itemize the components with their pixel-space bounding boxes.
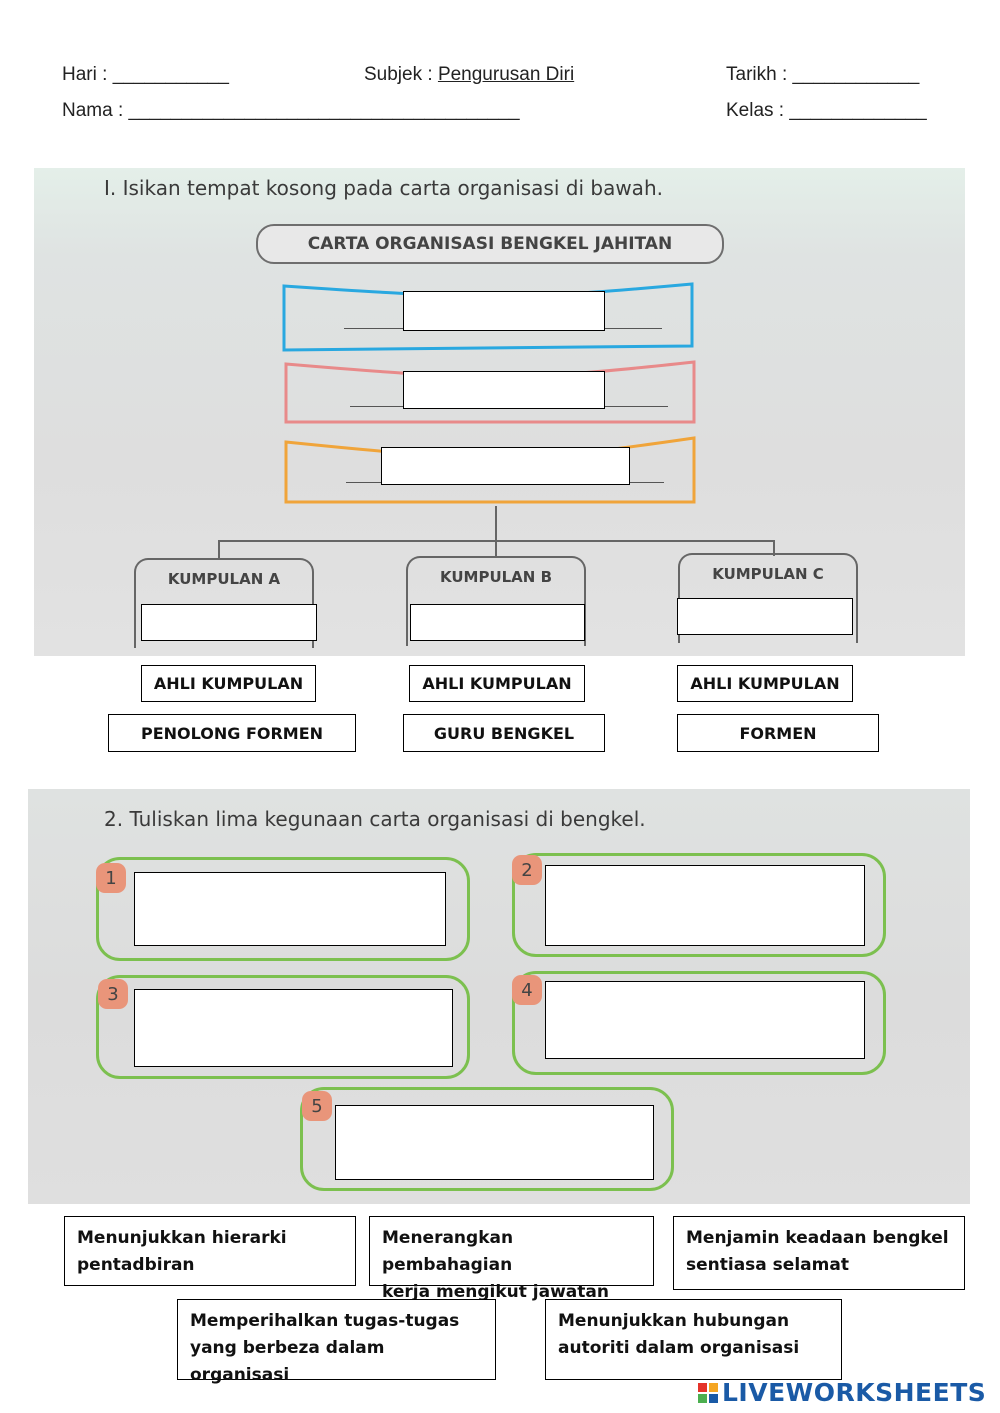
hari-field: Hari : ___________ <box>62 64 229 86</box>
option-formen[interactable]: FORMEN <box>677 714 879 752</box>
option-pembahagian-line2: kerja mengikut jawatan <box>382 1282 609 1302</box>
group-b-label: KUMPULAN B <box>439 568 553 586</box>
kelas-blank: _____________ <box>789 100 927 121</box>
logo-tile <box>698 1382 707 1392</box>
subjek-field: Subjek : Pengurusan Diri <box>364 64 574 86</box>
hari-label: Hari : <box>62 64 108 85</box>
option-penolong-formen[interactable]: PENOLONG FORMEN <box>108 714 356 752</box>
option-ahli-kumpulan-1[interactable]: AHLI KUMPULAN <box>141 665 316 702</box>
kelas-label: Kelas : <box>726 100 785 121</box>
subjek-label: Subjek : <box>364 64 433 85</box>
kelas-field: Kelas : _____________ <box>726 100 927 122</box>
usage-answer-slot-2[interactable] <box>545 865 865 946</box>
usage-number-3: 3 <box>98 979 128 1009</box>
option-hierarki-pentadbiran[interactable]: Menunjukkan hierarki pentadbiran <box>64 1216 356 1286</box>
option-tugas-line1: Memperihalkan tugas-tugas <box>190 1311 460 1331</box>
question2-instruction: 2. Tuliskan lima kegunaan carta organisa… <box>104 807 646 831</box>
option-selamat-line2: sentiasa selamat <box>686 1255 849 1275</box>
option-pembahagian-kerja[interactable]: Menerangkan pembahagian kerja mengikut j… <box>369 1216 654 1302</box>
tarikh-label: Tarikh : <box>726 64 788 85</box>
option-ahli-kumpulan-3[interactable]: AHLI KUMPULAN <box>677 665 853 702</box>
question1-instruction: I. Isikan tempat kosong pada carta organ… <box>104 176 663 200</box>
option-hubungan-autoriti[interactable]: Menunjukkan hubungan autoriti dalam orga… <box>545 1299 842 1380</box>
option-bengkel-selamat[interactable]: Menjamin keadaan bengkel sentiasa selama… <box>673 1216 965 1290</box>
logo-text: LIVEWORKSHEETS <box>722 1378 987 1407</box>
chart-title: CARTA ORGANISASI BENGKEL JAHITAN <box>256 224 724 264</box>
usage-number-5: 5 <box>302 1091 332 1121</box>
branch-b-connector <box>495 540 497 558</box>
group-a-label: KUMPULAN A <box>167 570 281 588</box>
answer-slot-level2[interactable] <box>403 371 605 409</box>
answer-slot-level3[interactable] <box>381 447 630 485</box>
nama-label: Nama : <box>62 100 124 121</box>
branch-a-connector <box>218 540 220 558</box>
usage-slot-frame-4 <box>512 971 886 1075</box>
liveworksheets-logo: LIVEWORKSHEETS <box>698 1378 986 1407</box>
logo-tile <box>698 1393 707 1403</box>
option-selamat-line1: Menjamin keadaan bengkel <box>686 1228 949 1248</box>
group-c-label: KUMPULAN C <box>712 565 824 583</box>
tarikh-blank: ____________ <box>792 64 920 85</box>
logo-tile <box>709 1393 718 1403</box>
option-guru-bengkel[interactable]: GURU BENGKEL <box>403 714 605 752</box>
nama-blank: _____________________________________ <box>128 100 520 121</box>
option-hierarki-line1: Menunjukkan hierarki <box>77 1228 287 1248</box>
option-tugas-line2: yang berbeza dalam organisasi <box>190 1338 385 1385</box>
answer-slot-level1[interactable] <box>403 291 605 331</box>
usage-number-1: 1 <box>96 863 126 893</box>
option-pembahagian-line1: Menerangkan pembahagian <box>382 1228 514 1275</box>
question1-panel: I. Isikan tempat kosong pada carta organ… <box>34 168 965 656</box>
subjek-value: Pengurusan Diri <box>437 64 575 85</box>
option-tugas-berbeza[interactable]: Memperihalkan tugas-tugas yang berbeza d… <box>177 1299 496 1385</box>
trunk-connector <box>495 506 497 540</box>
logo-tile <box>709 1382 718 1392</box>
option-autoriti-line1: Menunjukkan hubungan <box>558 1311 790 1331</box>
usage-slot-frame-1 <box>96 857 470 961</box>
usage-answer-slot-1[interactable] <box>134 872 446 946</box>
tarikh-field: Tarikh : ____________ <box>726 64 919 86</box>
nama-field: Nama : _________________________________… <box>62 100 520 122</box>
answer-slot-group-a[interactable] <box>141 604 317 641</box>
hari-blank: ___________ <box>112 64 229 85</box>
usage-slot-frame-3 <box>96 975 470 1079</box>
group-a-box: KUMPULAN A <box>134 558 314 648</box>
usage-answer-slot-3[interactable] <box>134 989 453 1067</box>
usage-slot-frame-5 <box>300 1087 674 1191</box>
group-b-box: KUMPULAN B <box>406 556 586 646</box>
logo-tiles-icon <box>698 1382 718 1403</box>
option-ahli-kumpulan-2[interactable]: AHLI KUMPULAN <box>409 665 585 702</box>
usage-number-4: 4 <box>512 975 542 1005</box>
answer-slot-group-b[interactable] <box>410 604 585 641</box>
usage-answer-slot-5[interactable] <box>335 1105 654 1180</box>
usage-number-2: 2 <box>512 855 542 885</box>
usage-answer-slot-4[interactable] <box>545 981 865 1059</box>
option-autoriti-line2: autoriti dalam organisasi <box>558 1338 800 1358</box>
option-hierarki-line2: pentadbiran <box>77 1255 195 1275</box>
usage-slot-frame-2 <box>512 853 886 957</box>
branch-c-connector <box>773 540 775 556</box>
answer-slot-group-c[interactable] <box>677 598 853 635</box>
